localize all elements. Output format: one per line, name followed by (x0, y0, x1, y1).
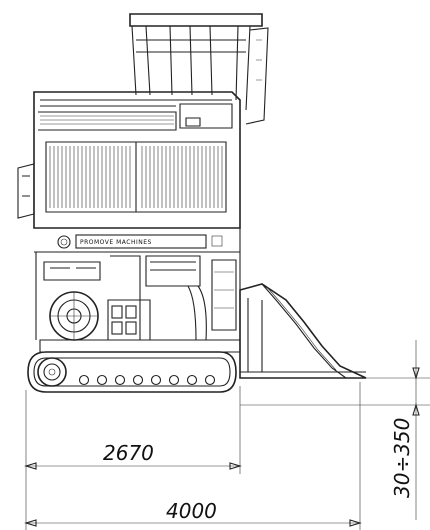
track-roller (204, 374, 216, 386)
mid-section (34, 227, 241, 253)
front-bucket (239, 283, 367, 379)
dimension-4000: 4000 (166, 499, 217, 523)
track-roller (114, 374, 126, 386)
dimension-lines (24, 340, 430, 530)
brand-plate-text: PROMOVE MACHINES (80, 239, 152, 246)
dimension-2670: 2670 (103, 441, 154, 465)
radiator-grille (49, 146, 223, 208)
rops-frame (129, 13, 269, 125)
track-roller (78, 374, 90, 386)
engine-area (35, 252, 241, 341)
dimension-ground-clearance: 30÷350 (390, 418, 414, 498)
machine-body (17, 91, 241, 229)
track-undercarriage (27, 339, 241, 393)
track-roller (150, 374, 162, 386)
track-roller (168, 374, 180, 386)
track-roller (96, 374, 108, 386)
track-rollers (78, 374, 216, 386)
track-roller (186, 374, 198, 386)
track-roller (132, 374, 144, 386)
